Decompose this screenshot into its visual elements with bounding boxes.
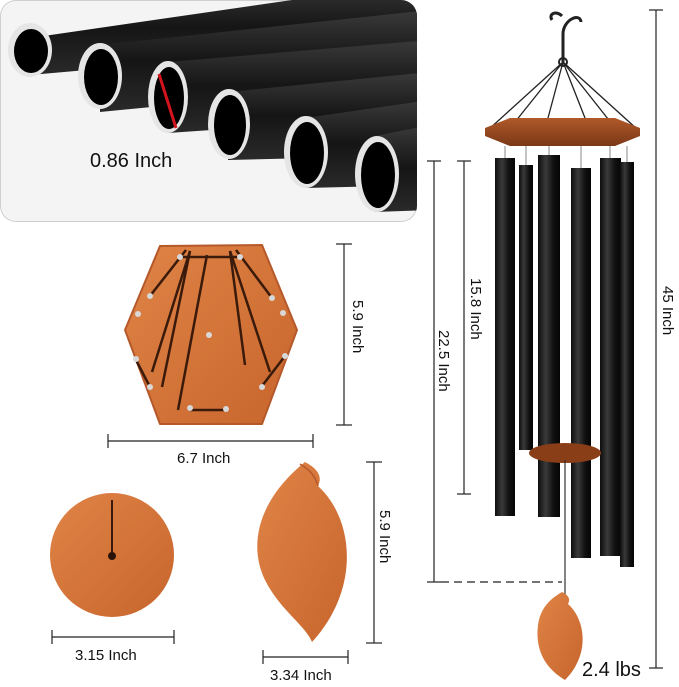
hanging-hook xyxy=(561,16,583,62)
wind-chime-full xyxy=(485,11,640,680)
hexagon-wood-top xyxy=(124,244,298,425)
hex-width-dimension xyxy=(107,434,314,448)
short-tube-label: 15.8 Inch xyxy=(467,278,484,340)
tube-diameter-label: 0.86 Inch xyxy=(90,150,173,172)
total-height-label: 45 Inch xyxy=(659,286,676,336)
leaf-wind-sail xyxy=(257,462,347,642)
round-wood-disc xyxy=(50,493,174,617)
hex-height-dimension xyxy=(336,243,352,426)
hex-height-label: 5.9 Inch xyxy=(349,300,366,354)
disc-width-dimension xyxy=(51,630,175,644)
leaf-width-label: 3.34 Inch xyxy=(270,667,332,684)
leaf-height-label: 5.9 Inch xyxy=(376,510,393,564)
tube-6 xyxy=(355,125,417,212)
short-tube-dimension xyxy=(457,160,471,495)
long-tube-label: 22.5 Inch xyxy=(435,330,452,392)
leaf-width-dimension xyxy=(262,650,349,664)
long-tube-dimension xyxy=(427,160,562,583)
tube-closeup-photo xyxy=(0,0,417,222)
diameter-marker xyxy=(157,73,178,129)
striker xyxy=(529,443,601,463)
total-height-dimension xyxy=(649,9,663,669)
leaf-height-dimension xyxy=(366,461,382,644)
weight-label: 2.4 lbs xyxy=(582,659,641,681)
hex-width-label: 6.7 Inch xyxy=(177,450,231,467)
small-leaf-sail xyxy=(537,592,583,680)
disc-width-label: 3.15 Inch xyxy=(75,647,137,664)
